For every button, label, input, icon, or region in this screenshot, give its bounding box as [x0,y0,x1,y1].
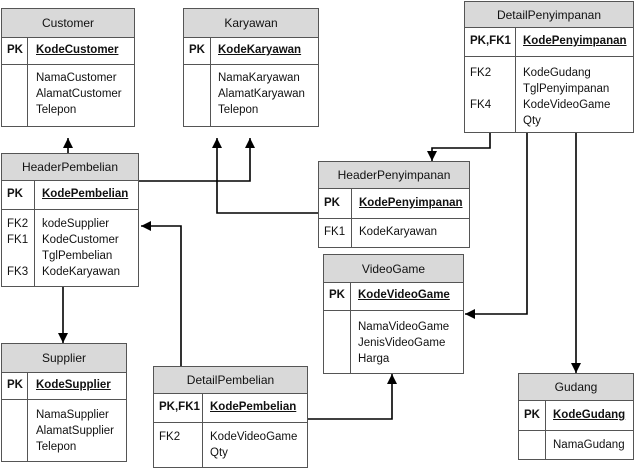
entity-video-game: VideoGame PK KodeVideoGame NamaVideoGame… [323,254,464,374]
attr: KodeVideoGame [210,431,298,443]
entity-karyawan: Karyawan PK KodeKaryawan NamaKaryawan Al… [183,8,319,127]
pk-field: KodePembelian [42,188,129,200]
attr: NamaSupplier [36,409,109,421]
attr: Telepon [36,104,77,116]
entity-detail-pembelian: DetailPembelian PK,FK1 KodePembelian FK2… [153,366,308,468]
attr: NamaKaryawan [218,72,300,84]
pk-field: KodePembelian [210,401,297,413]
pk-field: KodePenyimpanan [523,35,627,47]
entity-title: Customer [2,9,134,38]
attr: KodeKaryawan [42,266,120,278]
pk-field: KodeVideoGame [358,289,450,301]
pk-label: PK [7,379,23,391]
attr: AlamatCustomer [36,88,122,100]
fk-label: FK1 [324,226,346,238]
entity-title: VideoGame [324,255,463,283]
attr: NamaGudang [553,439,625,451]
attr: JenisVideoGame [358,337,446,349]
pk-field: KodeKaryawan [218,44,302,56]
entity-supplier: Supplier PK KodeSupplier NamaSupplier Al… [1,343,127,462]
attr: TglPembelian [42,250,113,262]
entity-title: Karyawan [184,9,318,38]
rel-detailpembelian-videogame [308,374,397,420]
attr: Telepon [218,104,259,116]
pk-field: KodeSupplier [36,379,111,391]
pk-field: KodeCustomer [36,44,119,56]
entity-title: DetailPembelian [154,367,307,394]
attr: KodeGudang [523,67,591,79]
entity-title: Gudang [519,374,633,401]
pk-label: PK,FK1 [470,35,511,47]
fk-label: FK2 [159,431,181,443]
attr: KodeCustomer [42,234,119,246]
rel-detailpenyimpanan-videogame [465,133,528,319]
attr: KodeKaryawan [359,226,437,238]
attr: Harga [358,353,390,365]
attr: KodeVideoGame [523,99,611,111]
rel-detailpembelian-headerpembelian [141,221,182,366]
entity-detail-penyimpanan: DetailPenyimpanan PK,FK1 KodePenyimpanan… [464,1,634,133]
entity-customer: Customer PK KodeCustomer NamaCustomer Al… [1,8,135,127]
rel-headerpenyimpanan-karyawan [212,138,318,214]
rel-detailpenyimpanan-headerpenyimpanan [427,133,491,161]
entity-gudang: Gudang PK KodeGudang NamaGudang [518,373,634,460]
entity-title: Supplier [2,344,126,373]
pk-label: PK [7,188,23,200]
pk-field: KodeGudang [553,409,626,421]
pk-label: PK [329,289,345,301]
attr: AlamatSupplier [36,425,114,437]
pk-label: PK,FK1 [159,401,200,413]
fk-label: FK3 [7,266,29,278]
attr: NamaCustomer [36,72,117,84]
pk-label: PK [189,44,205,56]
fk-label: FK1 [7,234,29,246]
attr: Telepon [36,441,77,453]
attr: AlamatKaryawan [218,88,305,100]
attr: TglPenyimpanan [523,83,610,95]
entity-title: HeaderPembelian [2,154,138,181]
entity-header-penyimpanan: HeaderPenyimpanan PK KodePenyimpanan FK1… [318,161,470,248]
attr: kodeSupplier [42,218,110,230]
attr: NamaVideoGame [358,321,450,333]
pk-label: PK [524,409,540,421]
attr: Qty [523,115,541,127]
pk-label: PK [324,197,340,209]
rel-headerpembelian-karyawan [139,138,255,182]
entity-header-pembelian: HeaderPembelian PK KodePembelian FK2 FK1… [1,153,139,287]
fk-label: FK4 [470,99,492,111]
pk-label: PK [7,44,23,56]
entity-title: HeaderPenyimpanan [319,162,469,189]
attr: Qty [210,447,228,459]
pk-field: KodePenyimpanan [359,197,463,209]
entity-title: DetailPenyimpanan [465,2,633,28]
fk-label: FK2 [470,67,492,79]
fk-label: FK2 [7,218,29,230]
